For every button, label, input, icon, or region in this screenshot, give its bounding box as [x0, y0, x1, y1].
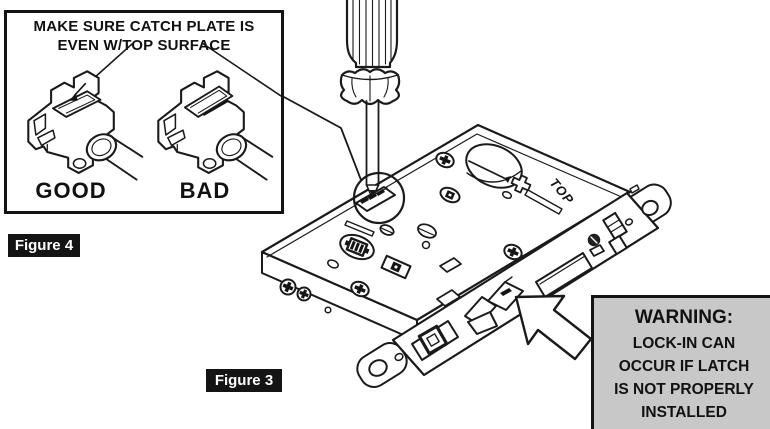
callout-leader-line: [283, 96, 362, 181]
screwdriver-shaft: [365, 100, 380, 196]
latch-opening: [535, 252, 593, 298]
figure4-badge: Figure 4: [8, 234, 80, 257]
latch-pointer-arrow: [514, 294, 593, 361]
lock-top-face-details: TOP: [327, 143, 577, 298]
bad-catch-assembly: [157, 70, 274, 181]
callout-title-line2: EVEN W/TOP SURFACE: [57, 37, 231, 54]
case-mounting-screws: [279, 278, 332, 314]
spindle-hub: [339, 233, 375, 261]
figure3-badge: Figure 3: [206, 369, 282, 392]
text-leader-lock: [201, 42, 281, 97]
callout-title: MAKE SURE CATCH PLATE IS EVEN W/TOP SURF…: [7, 17, 281, 55]
warning-title: WARNING:: [634, 307, 734, 328]
faceplate-bottom-hole: [368, 359, 388, 377]
bad-label: BAD: [179, 178, 231, 203]
faceplate-top-hole: [641, 199, 659, 217]
screwdriver-handle: [345, 0, 399, 69]
mortise-lock-case: [260, 123, 632, 342]
catch-plate-highlight: [352, 171, 406, 225]
callout-title-line1: MAKE SURE CATCH PLATE IS: [33, 18, 255, 35]
warning-line: OCCUR IF LATCH: [618, 358, 750, 375]
warning-line: INSTALLED: [641, 404, 727, 421]
latch-bolt-parts: [436, 257, 524, 335]
catch-plate-tilted: [183, 85, 234, 118]
catch-plate-flush: [52, 82, 102, 118]
screwdriver: [339, 0, 401, 196]
good-bad-drawings: [27, 42, 281, 181]
warning-line: LOCK-IN CAN: [632, 335, 736, 352]
warning-box: WARNING: LOCK-IN CAN OCCUR IF LATCH IS N…: [591, 295, 770, 429]
catch-plate-callout-box: MAKE SURE CATCH PLATE IS EVEN W/TOP SURF…: [4, 10, 284, 214]
good-label: GOOD: [35, 178, 107, 203]
screwdriver-ferrule: [339, 68, 401, 106]
deadbolt-mechanism: [587, 184, 640, 257]
good-catch-assembly: [27, 70, 144, 181]
warning-line: IS NOT PROPERLY: [614, 381, 754, 398]
